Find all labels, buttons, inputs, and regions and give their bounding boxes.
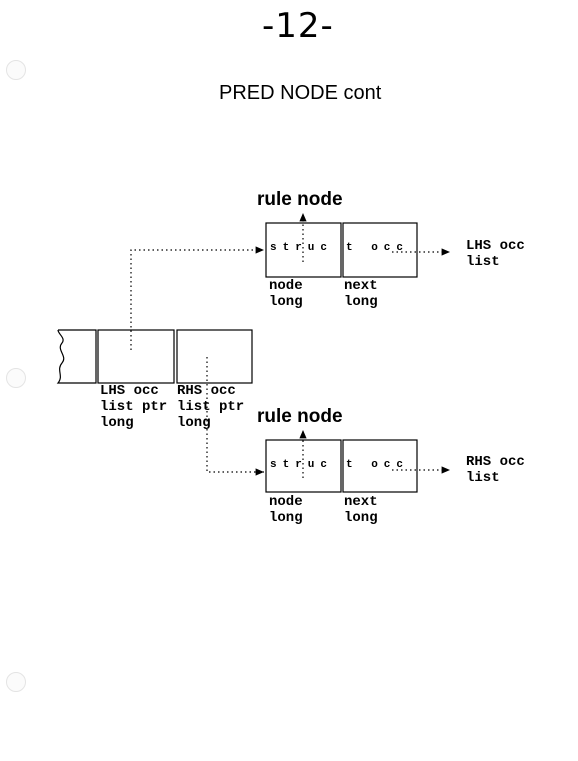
top-node-cell-text: struc [270, 242, 334, 254]
rhs-ptr-box [176, 329, 253, 384]
rhs-ptr-label: RHS occ list ptr long [177, 383, 245, 431]
top-next-cell [342, 222, 418, 278]
lhs-occ-list-label: LHS occ list [466, 238, 525, 270]
page-number: -12- [262, 6, 334, 46]
rhs-pointer-arrow [206, 357, 264, 476]
binder-hole [6, 368, 26, 388]
rhs-occ-list-label: RHS occ list [466, 454, 525, 486]
bottom-next-cell-text: t occ [346, 459, 410, 471]
bottom-rule-node-label: rule node [257, 406, 343, 427]
bottom-node-cell [265, 439, 342, 493]
top-next-cell-label: next long [344, 278, 378, 310]
top-node-cell-label: node long [269, 278, 303, 310]
top-rule-node-label: rule node [257, 189, 343, 210]
bottom-next-cell-label: next long [344, 494, 378, 526]
top-node-cell [265, 222, 342, 278]
bottom-node-cell-label: node long [269, 494, 303, 526]
lhs-ptr-label: LHS occ list ptr long [100, 383, 168, 431]
bottom-node-cell-text: struc [270, 459, 334, 471]
top-next-cell-text: t occ [346, 242, 410, 254]
binder-hole [6, 672, 26, 692]
page-title: PRED NODE cont [219, 82, 382, 104]
lhs-ptr-box [97, 329, 175, 384]
binder-hole [6, 60, 26, 80]
pred-node-torn-edge [56, 329, 97, 384]
lhs-pointer-arrow [130, 246, 264, 350]
bottom-next-cell [342, 439, 418, 493]
